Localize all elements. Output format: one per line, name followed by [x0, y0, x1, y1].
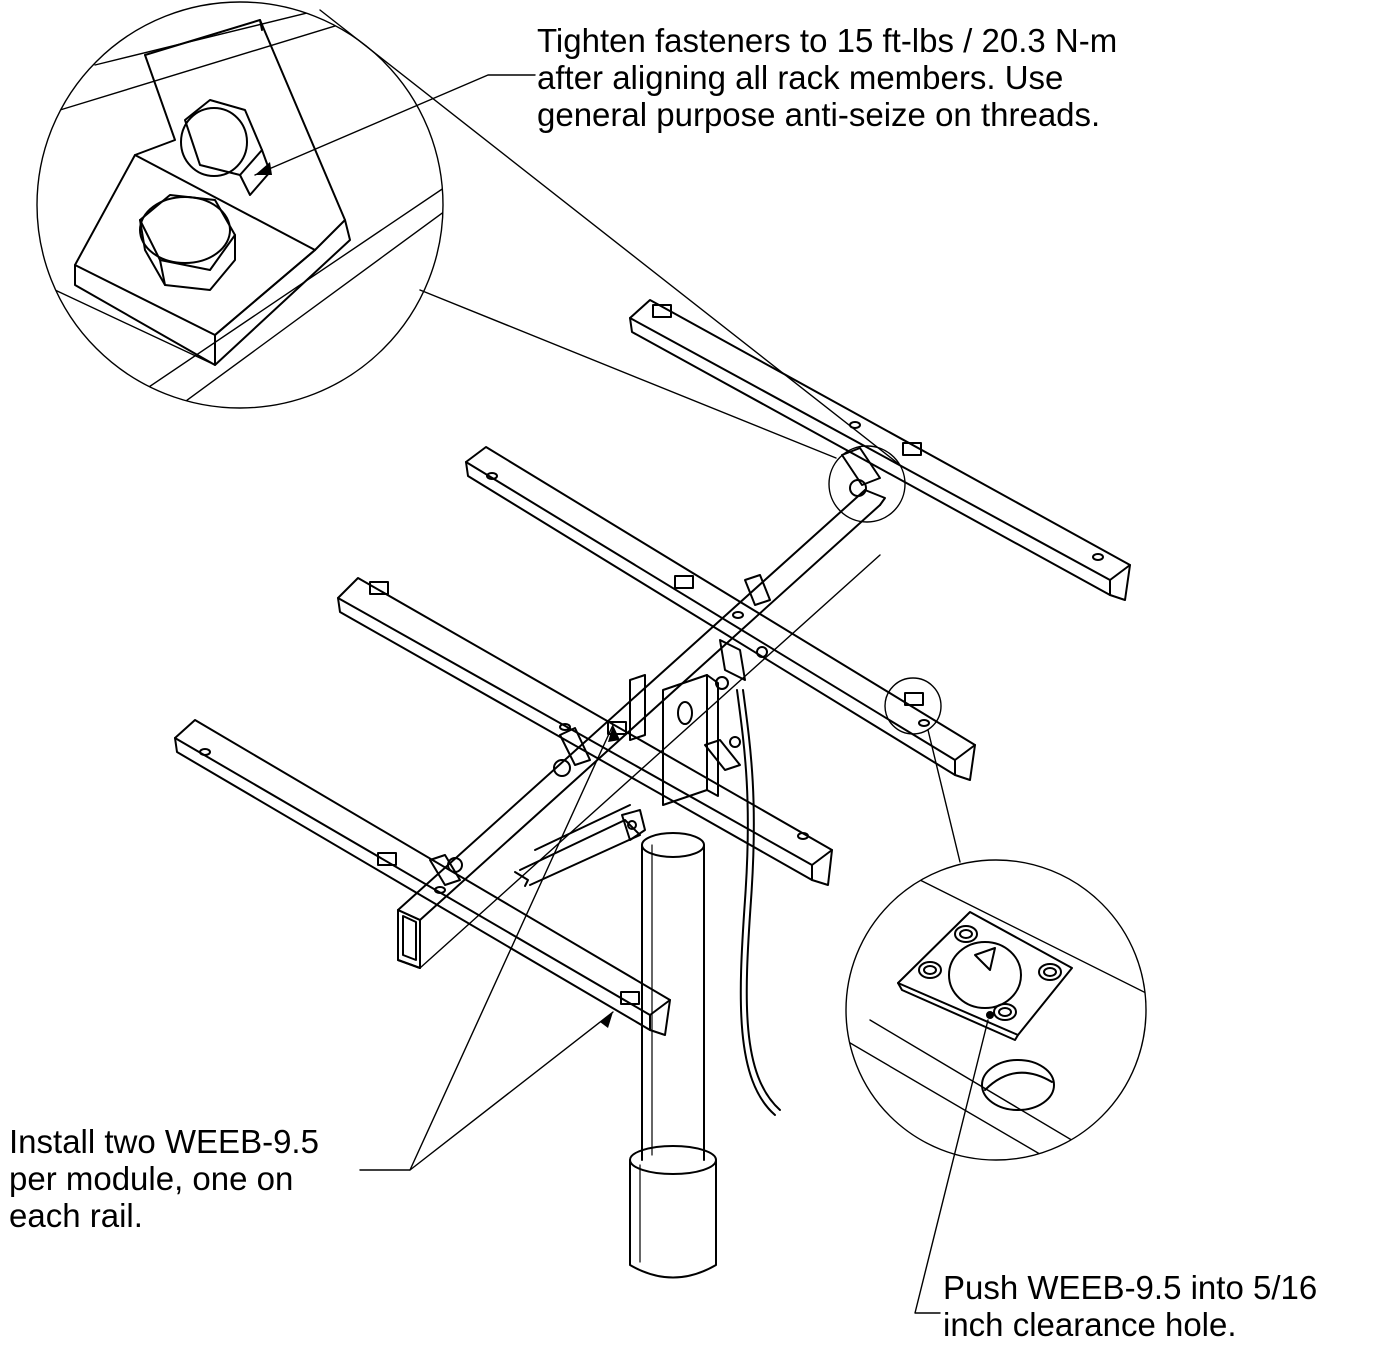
top-of-pole-mount	[520, 675, 718, 885]
square-tube-beam	[398, 490, 885, 968]
torque-note-line-2: after aligning all rack members. Use	[537, 59, 1064, 96]
rail-4	[175, 720, 670, 1035]
ground-cable	[737, 690, 780, 1115]
torque-note: Tighten fasteners to 15 ft-lbs / 20.3 N-…	[537, 22, 1117, 133]
rail-2	[466, 447, 975, 780]
weeb-push-note-line-1: Push WEEB-9.5 into 5/16	[943, 1269, 1318, 1306]
detail-view-weeb	[845, 860, 1160, 1160]
weeb-install-note-line-1: Install two WEEB-9.5	[9, 1123, 319, 1160]
rail-3	[338, 578, 832, 885]
torque-note-line-3: general purpose anti-seize on threads.	[537, 96, 1101, 133]
rail-clamps	[430, 448, 880, 886]
weeb-push-note-line-2: inch clearance hole.	[943, 1306, 1237, 1343]
weeb-push-note: Push WEEB-9.5 into 5/16 inch clearance h…	[943, 1269, 1317, 1343]
weeb-install-note: Install two WEEB-9.5 per module, one on …	[9, 1123, 319, 1234]
weeb-install-note-line-3: each rail.	[9, 1197, 143, 1234]
leader-lines	[255, 10, 988, 1313]
callout-circle-bolt	[829, 446, 905, 522]
mounting-pole	[630, 833, 716, 1278]
detail-view-bolt	[37, 0, 500, 420]
leader-arrowheads	[255, 162, 620, 1028]
callout-circle-weeb	[885, 678, 941, 734]
torque-note-line-1: Tighten fasteners to 15 ft-lbs / 20.3 N-…	[537, 22, 1118, 59]
weeb-install-note-line-2: per module, one on	[9, 1160, 294, 1197]
